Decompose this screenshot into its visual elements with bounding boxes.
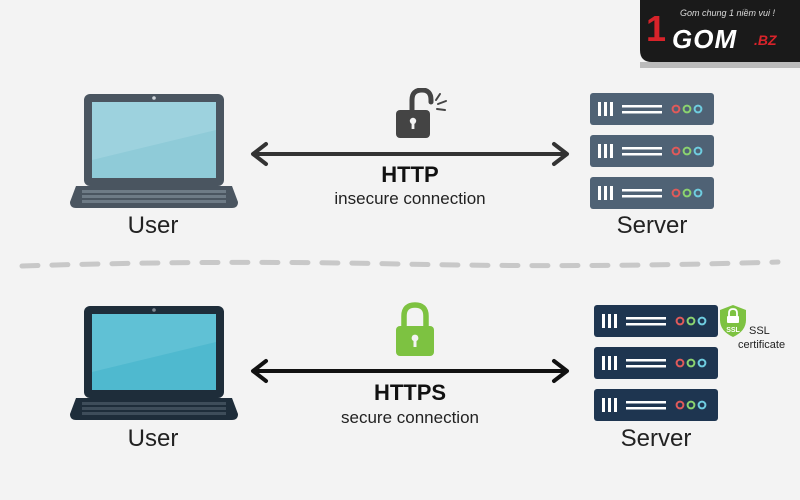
protocol-label: HTTP	[381, 162, 439, 187]
ssl-badge-text: SSL	[726, 327, 740, 334]
bidirectional-arrow	[251, 359, 569, 383]
logo-brand: GOM	[672, 24, 738, 54]
connection-description: secure connection	[341, 408, 479, 427]
section-divider	[19, 259, 781, 269]
laptop-icon	[70, 306, 238, 420]
server-rack-icon	[590, 93, 714, 209]
protocol-label: HTTPS	[373, 380, 447, 405]
logo-tagline: Gom chung 1 niềm vui !	[680, 8, 776, 18]
connection-description: insecure connection	[334, 189, 486, 208]
server-label: Server	[620, 425, 692, 452]
laptop-icon	[70, 94, 238, 208]
unlocked-padlock-icon	[396, 88, 447, 138]
ssl-caption-line2: certificate	[738, 339, 786, 351]
logo-suffix: .BZ	[754, 32, 777, 48]
logo-background	[640, 0, 800, 68]
server-label: Server	[616, 212, 688, 239]
server-rack-icon	[594, 305, 718, 421]
watermark-logo: 1 GOM .BZ Gom chung 1 niềm vui !	[632, 0, 800, 68]
client-label: User	[127, 425, 179, 452]
bidirectional-arrow	[251, 142, 569, 166]
client-label: User	[127, 212, 179, 239]
ssl-shield-icon: SSL	[720, 305, 746, 337]
logo-numeral: 1	[646, 8, 667, 49]
locked-padlock-icon	[396, 302, 434, 356]
ssl-caption-line1: SSL	[749, 325, 770, 337]
